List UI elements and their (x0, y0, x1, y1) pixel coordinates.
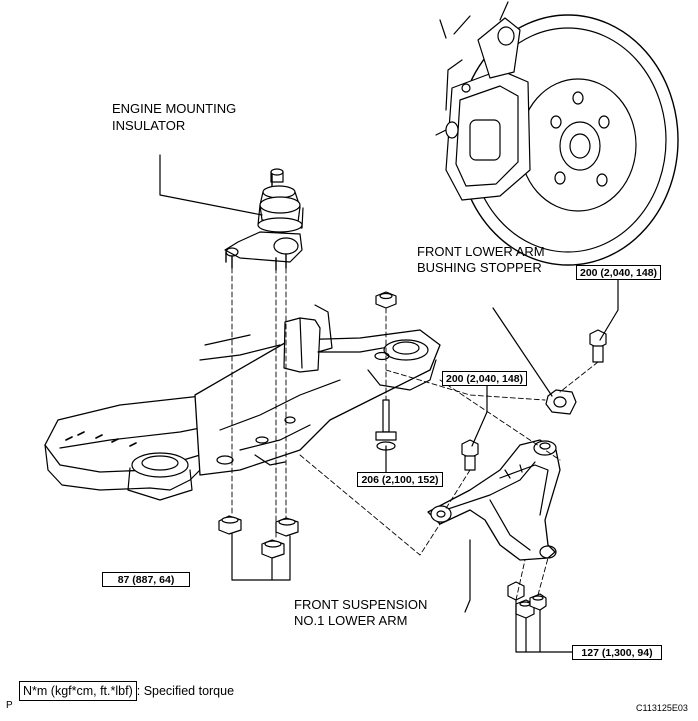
label-bushing-stopper-line2: BUSHING STOPPER (417, 260, 542, 275)
torque-bushing-stopper-bolt: 200 (2,040, 148) (576, 265, 661, 280)
figure-code: C113125E03 (636, 703, 688, 713)
alignment-lines (231, 267, 599, 601)
torque-lower-arm-front-bolt: 200 (2,040, 148) (442, 371, 527, 386)
label-engine-mounting-insulator-line2: INSULATOR (112, 118, 186, 133)
bushing-stopper-part (545, 389, 577, 415)
suspension-crossmember (44, 304, 441, 501)
leader-lines (159, 154, 619, 653)
label-lower-arm-line2: NO.1 LOWER ARM (294, 613, 408, 628)
brake-disc-assembly (435, 1, 679, 266)
engine-mounting-insulator (224, 168, 304, 271)
label-bushing-stopper-line1: FRONT LOWER ARM (417, 244, 545, 259)
front-lower-arm (427, 439, 561, 561)
torque-engine-mount-nuts: 87 (887, 64) (102, 572, 190, 587)
fasteners (218, 291, 607, 619)
torque-legend: N*m (kgf*cm, ft.*lbf): Specified torque (19, 681, 234, 701)
label-lower-arm-line1: FRONT SUSPENSION (294, 597, 428, 612)
page-marker: P (6, 700, 13, 711)
torque-lower-arm-rear-nuts: 127 (1,300, 94) (572, 645, 662, 660)
label-engine-mounting-insulator-line1: ENGINE MOUNTING (112, 101, 237, 116)
legend-unit-box: N*m (kgf*cm, ft.*lbf) (19, 681, 137, 701)
legend-description: : Specified torque (136, 684, 235, 698)
torque-crossmember-bolt: 206 (2,100, 152) (357, 472, 443, 487)
